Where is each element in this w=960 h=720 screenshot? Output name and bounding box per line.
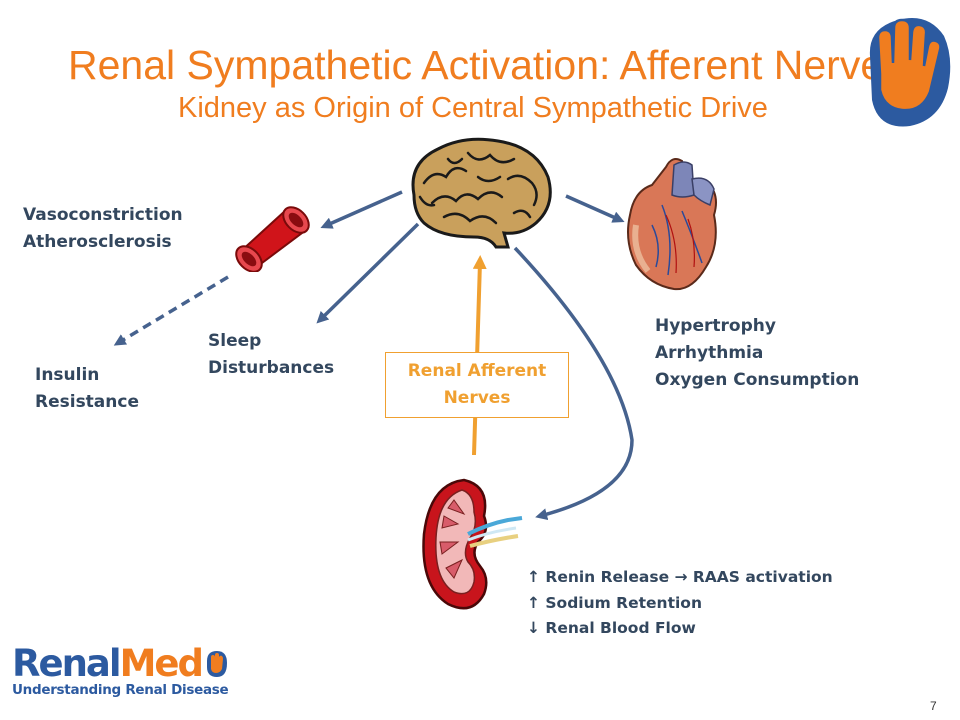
label-vasoconstriction: Vasoconstriction [23,205,183,225]
nerves-line-1: Renal Afferent [407,361,547,381]
effect-renin-release: ↑ Renin Release → RAAS activation [527,568,833,586]
logo-hand-icon [206,651,227,677]
label-sleep: Sleep [208,331,262,351]
slide-title: Renal Sympathetic Activation: Afferent N… [68,42,904,88]
arrow-brain-to-artery [320,190,403,229]
renalmed-logo: RenalMed Understanding Renal Disease [12,644,229,699]
label-atherosclerosis: Atherosclerosis [23,232,172,252]
page-number: 7 [930,699,937,713]
label-insulin: Insulin [35,365,100,385]
heart-icon [627,158,717,291]
kidney-effects-list: ↑ Renin Release → RAAS activation ↑ Sodi… [527,565,833,642]
label-disturbances: Disturbances [208,358,335,378]
brain-icon [411,137,552,249]
label-oxygen-consumption: Oxygen Consumption [655,370,860,390]
logo-name: RenalMed [12,644,229,684]
label-resistance: Resistance [35,392,139,412]
arrow-brain-to-heart [565,194,625,223]
nerves-line-2: Nerves [443,388,511,408]
kidney-icon [422,478,523,610]
arrow-artery-to-insulin [113,275,229,346]
hand-logo-icon [869,18,951,127]
slide-subtitle: Kidney as Origin of Central Sympathetic … [178,92,768,124]
logo-med: Med [119,642,204,685]
label-insulin-resistance: Insulin Resistance [35,362,139,416]
label-heart-effects: Hypertrophy Arrhythmia Oxygen Consumptio… [655,313,859,394]
renal-afferent-nerves-box: Renal Afferent Nerves [385,352,569,418]
label-hypertrophy: Hypertrophy [655,316,776,336]
logo-tagline: Understanding Renal Disease [12,682,229,698]
label-sleep-disturbances: Sleep Disturbances [208,328,334,382]
arrow-brain-to-sleep [316,222,420,324]
effect-renal-blood-flow: ↓ Renal Blood Flow [527,619,696,637]
arrow-brain-to-kidney [513,246,634,521]
effect-sodium-retention: ↑ Sodium Retention [527,593,702,612]
label-vessel: Vasoconstriction Atherosclerosis [23,202,183,256]
artery-icon [235,206,310,272]
label-arrhythmia: Arrhythmia [655,343,764,363]
logo-renal: Renal [12,642,122,685]
